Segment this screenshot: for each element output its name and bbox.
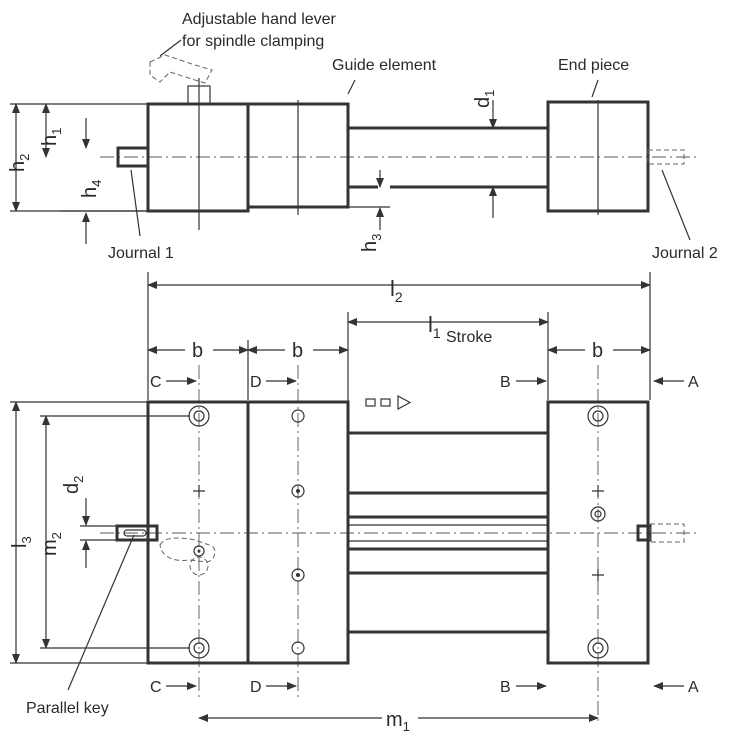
d1-label: d1: [472, 90, 497, 108]
journal1-label: Journal 1: [108, 245, 174, 262]
h4-label: h4: [79, 180, 104, 198]
d2-label: d2: [61, 476, 86, 494]
hole-end-top: [587, 405, 609, 427]
journal2-label: Journal 2: [652, 245, 718, 262]
section-b-top: B: [500, 374, 511, 391]
m2-label: m2: [39, 532, 64, 556]
lever-leader: [159, 39, 182, 57]
svg-text:h4: h4: [79, 180, 104, 198]
svg-text:m2: m2: [39, 532, 64, 556]
end-piece-label: End piece: [558, 57, 629, 74]
svg-text:d2: d2: [61, 476, 86, 494]
hand-lever-plan: [159, 537, 216, 576]
h2-label: h2: [7, 154, 32, 172]
svg-text:h3: h3: [359, 234, 384, 252]
clamp-block-plan: [146, 400, 250, 665]
section-d-bottom: D: [250, 679, 262, 696]
svg-text:l3: l3: [9, 536, 34, 548]
cross-end-lower: [592, 569, 604, 581]
plan-view: l2 l1 Stroke b b b C D B A C D B A: [9, 272, 700, 734]
lever-label-1: Adjustable hand lever: [182, 11, 337, 28]
hand-lever-outline: [149, 54, 213, 84]
h3-label: h3: [359, 234, 384, 252]
l2-label: l2: [390, 276, 403, 305]
guide-leader: [347, 79, 356, 95]
b-bg-1: [185, 336, 213, 360]
clamp-block-side: [146, 102, 250, 213]
journal1-plan: [115, 524, 159, 542]
stroke-label: Stroke: [446, 329, 492, 346]
svg-text:d1: d1: [472, 90, 497, 108]
hole-end-bottom: [587, 637, 609, 659]
hole-guide-upper: [291, 484, 305, 498]
journal2-leader: [661, 169, 691, 241]
hole-guide-top: [291, 409, 305, 423]
hole-guide-lower: [291, 568, 305, 582]
journal2-side: [647, 149, 685, 165]
cross-clamp: [193, 485, 205, 497]
parallel-key-label: Parallel key: [26, 700, 109, 717]
section-d-top: D: [250, 374, 262, 391]
lever-label-2: for spindle clamping: [182, 33, 324, 50]
b-label-2: b: [292, 340, 303, 362]
b-label-3: b: [592, 340, 603, 362]
guide-element-label: Guide element: [332, 57, 437, 74]
b-label-1: b: [192, 340, 203, 362]
journal2-plan: [649, 523, 685, 543]
section-a-top: A: [688, 374, 699, 391]
b-bg-3: [585, 336, 613, 360]
section-c-top: C: [150, 374, 162, 391]
l1-label: l1: [428, 312, 441, 341]
hole-end-mid: [590, 506, 606, 522]
side-view: Adjustable hand lever for spindle clampi…: [7, 11, 718, 262]
b-bg-2: [285, 336, 313, 360]
svg-text:h1: h1: [39, 128, 64, 146]
l3-label: l3: [9, 536, 34, 548]
guide-block-plan: [246, 400, 350, 665]
m1-bg: [382, 705, 418, 733]
direction-square-1: [365, 398, 376, 407]
svg-text:h2: h2: [7, 154, 32, 172]
m1-label: m1: [386, 709, 410, 734]
section-b-bottom: B: [500, 679, 511, 696]
parallel-key: [123, 529, 147, 537]
direction-square-2: [380, 398, 391, 407]
end-piece-leader: [591, 79, 599, 98]
section-a-bottom: A: [688, 679, 699, 696]
hole-guide-bottom: [291, 641, 305, 655]
cross-end-upper: [592, 485, 604, 497]
parallel-key-leader: [67, 534, 135, 691]
end-piece-plan: [546, 400, 650, 665]
journal1-leader: [130, 169, 141, 237]
section-c-bottom: C: [150, 679, 162, 696]
journal1-side: [116, 146, 150, 168]
journal2-plan-stub: [636, 524, 652, 542]
h1-label: h1: [39, 128, 64, 146]
direction-triangle: [397, 394, 412, 411]
